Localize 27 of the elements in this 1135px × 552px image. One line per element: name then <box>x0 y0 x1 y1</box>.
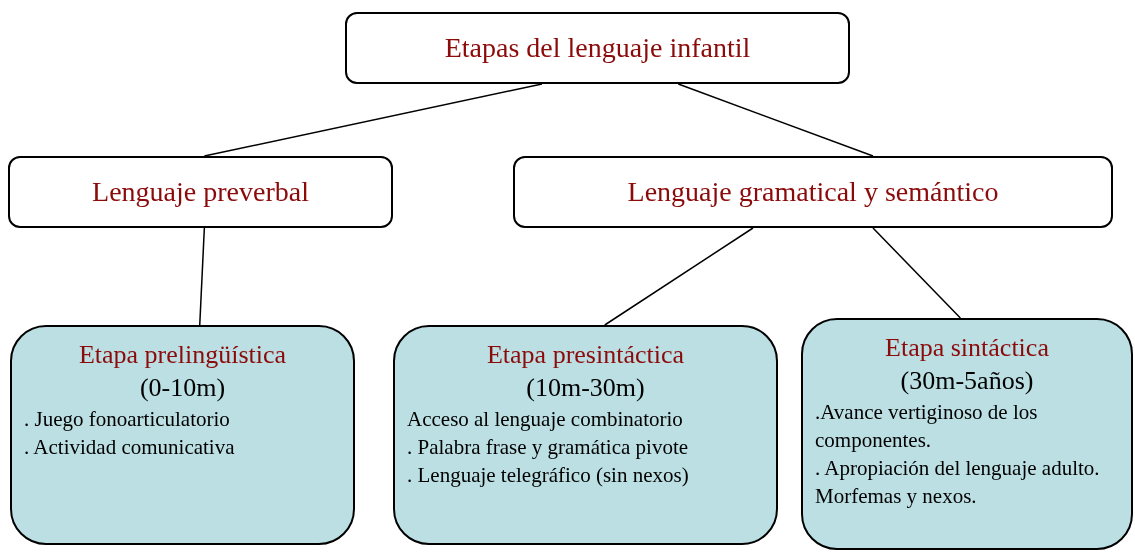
stage-box <box>10 325 355 545</box>
stage-description: . Palabra frase y gramática pivote <box>407 434 690 461</box>
stage-description: . Apropiación del lenguaje adulto. Morfemas y nexos. <box>815 455 1101 510</box>
stage-title: Etapa presintáctica <box>485 339 686 371</box>
connector-line <box>604 227 754 326</box>
box-label: Lenguaje gramatical y semántico <box>627 175 999 209</box>
stage-title: Etapa sintáctica <box>884 332 1050 364</box>
stage-box <box>801 318 1133 550</box>
stage-box <box>393 325 778 545</box>
category-box <box>8 156 393 228</box>
stage-description: Acceso al lenguaje combinatorio <box>407 406 684 433</box>
stage-title: Etapa prelingüística <box>77 339 288 371</box>
connector-line <box>872 227 962 319</box>
stage-description: . Actividad comunicativa <box>24 434 236 461</box>
stage-description: . Lenguaje telegráfico (sin nexos) <box>407 462 690 489</box>
box-label: Lenguaje preverbal <box>92 175 309 209</box>
age-range: (0-10m) <box>138 372 227 404</box>
age-range: (30m-5años) <box>899 365 1035 397</box>
stage-description: . Juego fonoarticulatorio <box>24 406 231 433</box>
connector-line <box>677 83 874 157</box>
box-label: Etapas del lenguaje infantil <box>444 31 751 65</box>
root-box <box>345 12 850 84</box>
category-box <box>513 156 1113 228</box>
stage-description: .Avance vertiginoso de los componentes. <box>815 399 1039 454</box>
connector-line <box>199 227 206 326</box>
age-range: (10m-30m) <box>525 372 646 404</box>
connector-line <box>203 83 543 157</box>
